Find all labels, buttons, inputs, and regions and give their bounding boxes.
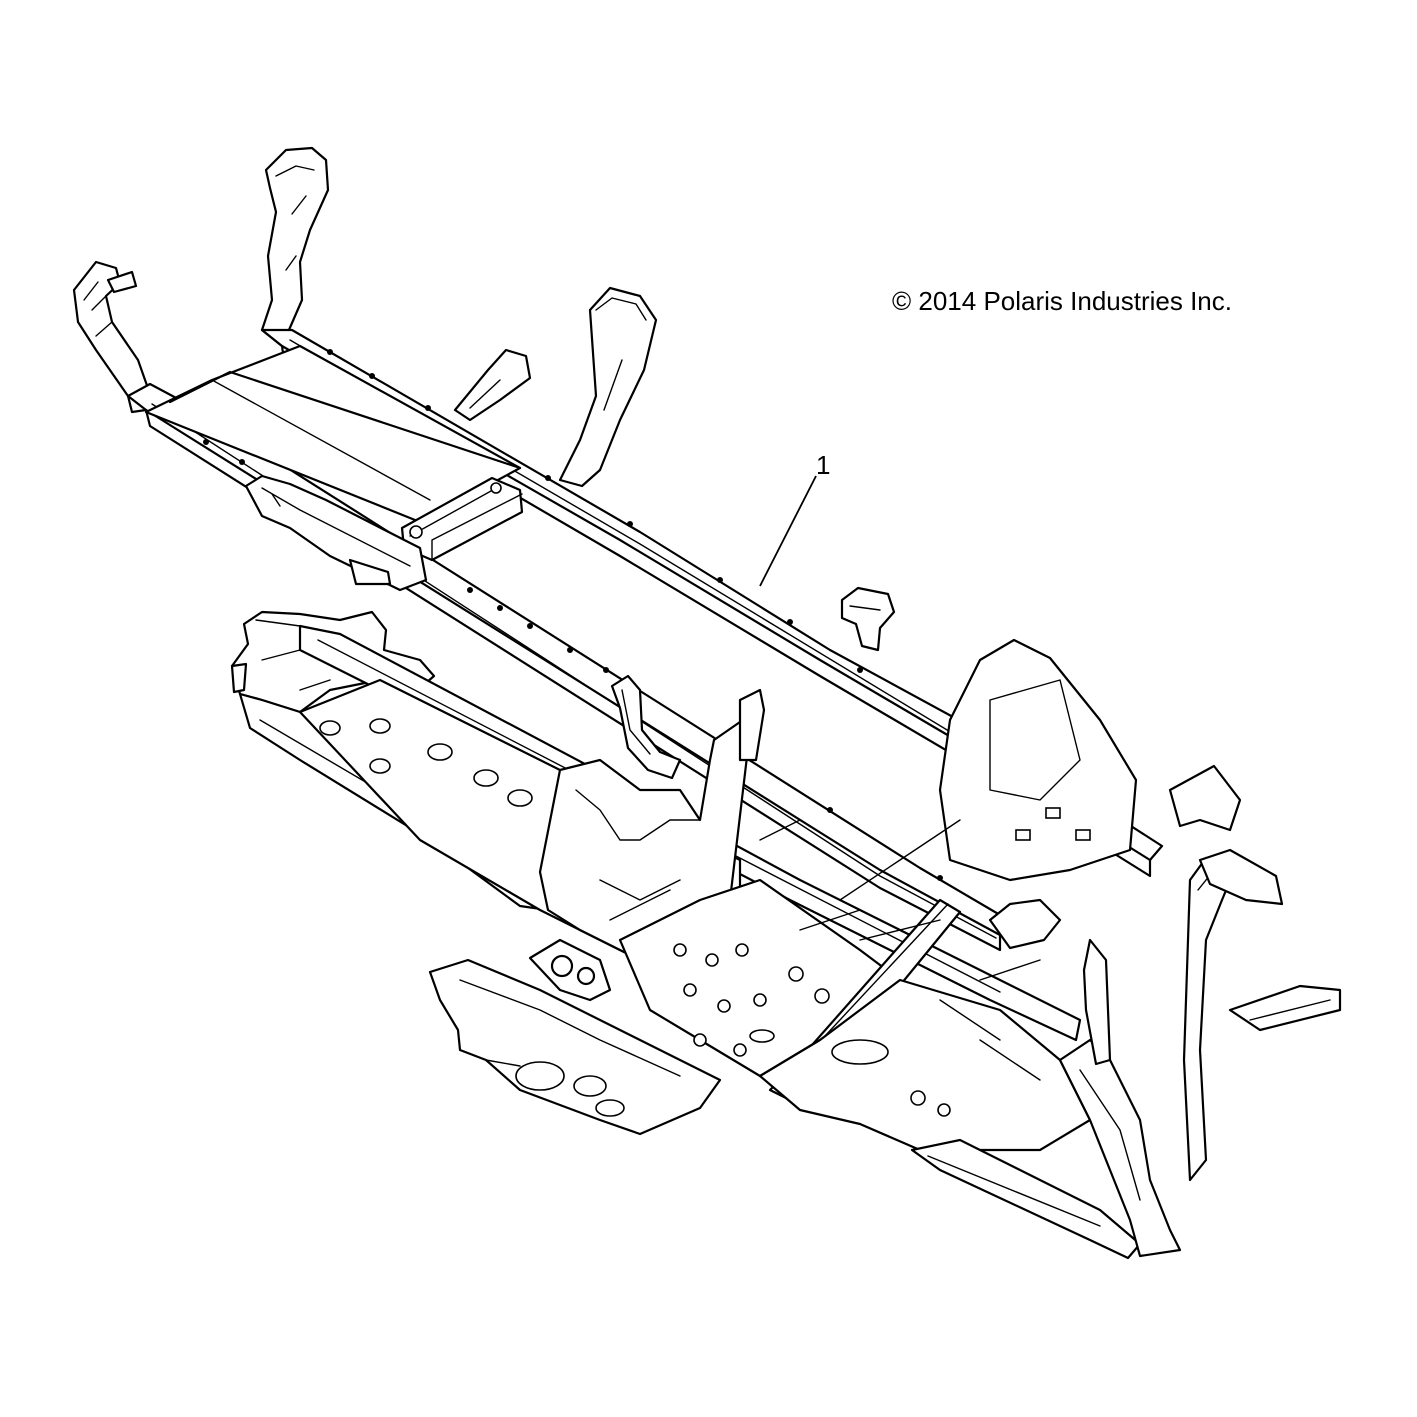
callout-leader-1: [759, 475, 817, 587]
copyright-notice: © 2014 Polaris Industries Inc.: [892, 286, 1232, 316]
front-floor-holes: [673, 943, 830, 1057]
rail-holes: [203, 349, 943, 881]
lower-chassis: [230, 610, 1342, 1260]
callout-label-1: 1: [816, 450, 831, 480]
upper-frame: [72, 146, 1164, 952]
floor-holes: [319, 718, 533, 807]
